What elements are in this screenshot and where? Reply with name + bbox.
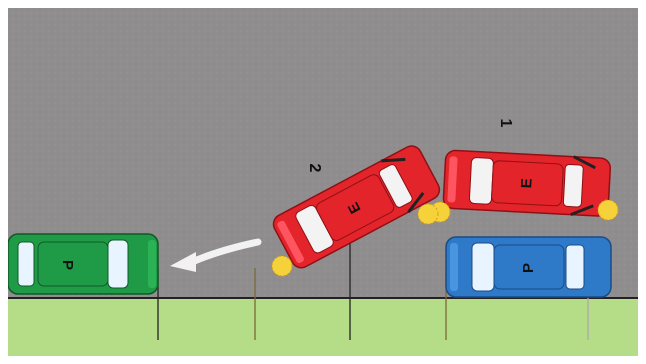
grass-verge xyxy=(8,298,638,358)
car-exiting-position-1: E xyxy=(442,149,612,217)
car-label: E xyxy=(518,178,536,189)
car-exiting-position-2: E xyxy=(272,145,441,269)
car-label: P xyxy=(59,260,76,270)
step-number-2: 2 xyxy=(306,164,323,173)
curved-arrow-left-icon xyxy=(170,238,262,272)
step-number-1: 1 xyxy=(497,119,514,128)
car-parked-blue: P xyxy=(445,236,612,298)
car-label: P xyxy=(520,263,537,273)
indicator-light-icon xyxy=(271,203,439,277)
car-parked-green: P xyxy=(7,233,159,295)
